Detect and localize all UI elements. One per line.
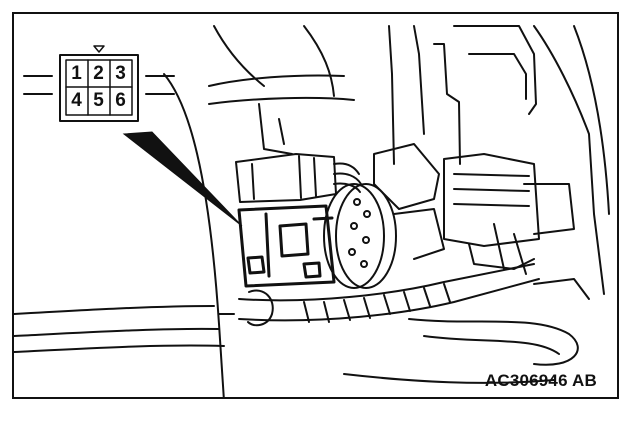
mount-side <box>393 208 445 260</box>
pin-1-label: 1 <box>71 63 82 84</box>
pointer-arrow <box>122 131 243 227</box>
floor-line-3 <box>14 344 225 353</box>
target-connector <box>237 204 336 288</box>
upper-connector-rib-2 <box>298 155 302 199</box>
upper-wire-2 <box>333 172 362 185</box>
upper-mount <box>373 143 440 210</box>
connector-illustration <box>14 25 610 397</box>
diagram-frame: 1 2 3 4 5 6 AC306946 AB <box>12 12 619 399</box>
upper-edge-2 <box>208 96 355 105</box>
harness-clip-left <box>247 289 274 327</box>
pin-3-label: 3 <box>115 63 126 84</box>
upper-wire-1 <box>333 162 360 175</box>
side-block <box>523 183 575 235</box>
harness-lower <box>238 278 540 322</box>
upper-edge <box>208 74 345 87</box>
housing-inner <box>468 53 527 100</box>
bottom-curve <box>343 373 555 384</box>
lower-harness-loop <box>408 318 579 366</box>
upper-connector-rib-3 <box>313 157 317 197</box>
upper-wire-3 <box>333 182 361 193</box>
upper-connector-rib-1 <box>251 163 255 200</box>
pin-4-label: 4 <box>71 90 82 111</box>
harness-upper <box>238 263 535 302</box>
pin-5-label: 5 <box>93 90 104 111</box>
switch-rim <box>335 183 397 289</box>
harness-strap-2 <box>513 233 527 275</box>
lower-harness-loop-2 <box>423 335 560 355</box>
far-right-line <box>573 25 610 215</box>
housing-right-edge <box>533 25 605 295</box>
figure-code: AC306946 AB <box>484 371 597 390</box>
bracket-line <box>258 103 293 155</box>
upper-connector <box>235 153 337 203</box>
bracket-inner <box>278 118 285 145</box>
switch-body <box>323 183 385 289</box>
harness-box-line-3 <box>453 203 530 207</box>
pin-6-label: 6 <box>115 90 126 111</box>
floor-line-1 <box>14 305 215 315</box>
column-line-2 <box>413 25 425 135</box>
panel-edge-line <box>163 73 225 397</box>
pin-diagram-box <box>59 54 139 122</box>
column-line-1 <box>388 25 395 165</box>
column-line-3 <box>433 43 461 165</box>
floor-line-2 <box>14 327 220 337</box>
harness-box-line-1 <box>453 173 530 177</box>
upper-panel-curve <box>213 25 265 87</box>
housing-top <box>453 25 537 115</box>
pin-1-marker <box>93 45 105 53</box>
upper-panel-line <box>303 25 335 97</box>
pin-2-label: 2 <box>93 63 104 84</box>
harness-strap <box>493 223 505 270</box>
harness-box <box>443 153 540 247</box>
harness-box-line-2 <box>453 188 530 192</box>
